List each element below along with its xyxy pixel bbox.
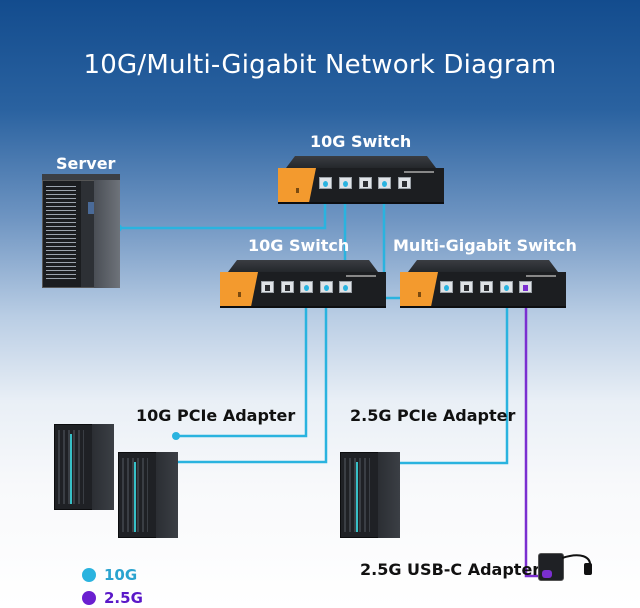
switch-port <box>460 281 473 293</box>
legend-dot-10g <box>82 568 96 582</box>
switch-port <box>319 177 332 189</box>
pc-tower-icon <box>54 424 114 510</box>
link-right-switch-usbc <box>524 304 542 578</box>
usb-plug-icon <box>584 563 592 575</box>
core-switch-label: 10G Switch <box>310 132 412 151</box>
pc-tower-icon <box>118 452 178 538</box>
multi-gigabit-switch-icon <box>400 260 566 308</box>
legend-label-10g: 10G <box>104 566 138 584</box>
switch-port <box>320 281 333 293</box>
link-left-switch-pc-2 <box>172 304 328 464</box>
switch-port <box>339 281 352 293</box>
link-left-switch-pc-1 <box>176 304 308 438</box>
usbc-25g-label: 2.5G USB-C Adapter <box>360 560 541 579</box>
usb-c-adapter-icon <box>538 553 564 581</box>
switch-port <box>261 281 274 293</box>
legend-label-25g: 2.5G <box>104 589 143 607</box>
usb-cable-icon <box>561 554 592 569</box>
switch-port <box>281 281 294 293</box>
pcie-10g-label: 10G PCIe Adapter <box>136 406 296 425</box>
server-label: Server <box>56 154 116 173</box>
core-switch-icon <box>278 156 444 204</box>
switch-port <box>480 281 493 293</box>
legend-item-10g: 10G <box>82 566 137 584</box>
pcie-25g-label: 2.5G PCIe Adapter <box>350 406 516 425</box>
server-icon <box>42 174 120 288</box>
switch-port <box>519 281 532 293</box>
switch-port <box>398 177 411 189</box>
link-server-core-switch <box>118 196 327 230</box>
switch-port <box>339 177 352 189</box>
switch-port <box>440 281 453 293</box>
right-switch-label: Multi-Gigabit Switch <box>393 236 577 255</box>
switch-port <box>300 281 313 293</box>
switch-port <box>359 177 372 189</box>
legend-item-25g: 2.5G <box>82 589 143 607</box>
left-switch-label: 10G Switch <box>248 236 350 255</box>
switch-port <box>500 281 513 293</box>
switch-port <box>378 177 391 189</box>
left-switch-icon <box>220 260 386 308</box>
port-dot <box>172 432 180 440</box>
diagram-title: 10G/Multi-Gigabit Network Diagram <box>83 50 557 80</box>
pc-tower-icon <box>340 452 400 538</box>
link-right-switch-pc-3 <box>393 304 509 465</box>
legend-dot-25g <box>82 591 96 605</box>
